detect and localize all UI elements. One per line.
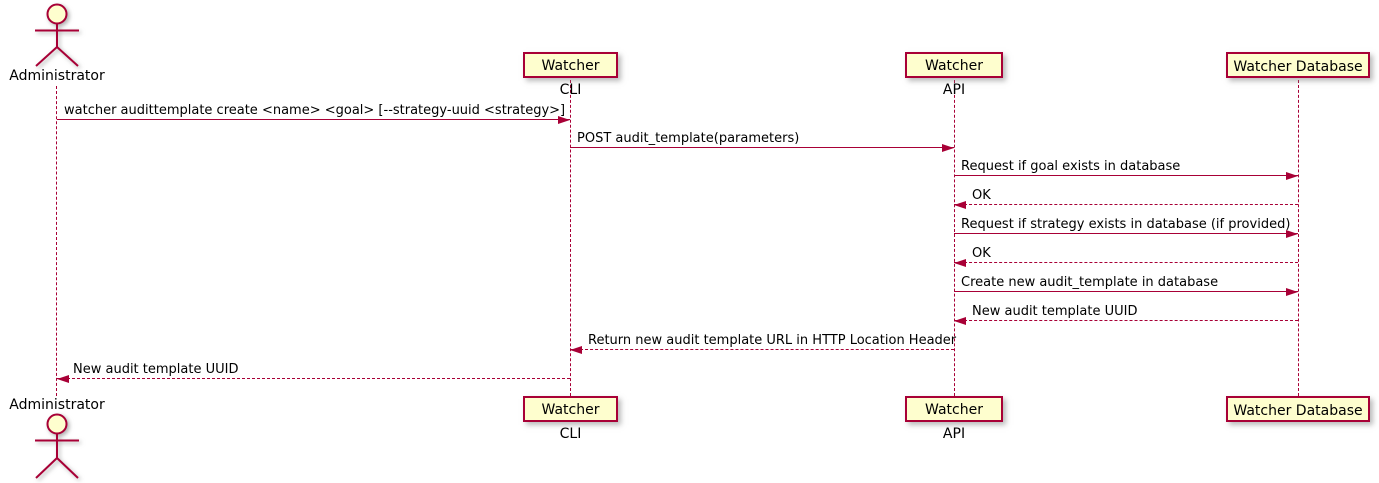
message-line bbox=[954, 320, 1298, 321]
participant-label: Watcher CLI bbox=[541, 58, 600, 98]
message-label: POST audit_template(parameters) bbox=[577, 131, 800, 146]
participant-box-watcher-api-top: Watcher API bbox=[905, 52, 1003, 98]
message-label: New audit template UUID bbox=[972, 304, 1138, 319]
message-label: watcher audittemplate create <name> <goa… bbox=[64, 103, 566, 118]
message-line bbox=[954, 262, 1298, 263]
message-line bbox=[57, 378, 570, 379]
message-label: Create new audit_template in database bbox=[961, 275, 1219, 290]
arrowhead-left-icon bbox=[954, 316, 966, 325]
message-line bbox=[954, 204, 1298, 205]
arrowhead-left-icon bbox=[954, 258, 966, 267]
lifeline-watcher-database bbox=[1298, 80, 1299, 396]
actor-figure-icon bbox=[35, 3, 79, 67]
message-line bbox=[570, 349, 954, 350]
message-line bbox=[954, 233, 1298, 234]
message-label: OK bbox=[972, 188, 991, 203]
lifeline-administrator bbox=[56, 86, 57, 396]
participant-box-watcher-database-bottom: Watcher Database bbox=[1226, 396, 1370, 422]
lifeline-watcher-cli bbox=[570, 80, 571, 396]
actor-label: Administrator bbox=[9, 68, 105, 84]
participant-label: Watcher Database bbox=[1233, 59, 1363, 75]
participant-label: Watcher Database bbox=[1233, 403, 1363, 419]
arrowhead-left-icon bbox=[57, 374, 69, 383]
participant-label: Watcher CLI bbox=[541, 402, 600, 442]
arrowhead-left-icon bbox=[954, 200, 966, 209]
participant-box-watcher-database-top: Watcher Database bbox=[1226, 52, 1370, 78]
arrowhead-right-icon bbox=[1286, 171, 1298, 180]
actor-label: Administrator bbox=[9, 397, 105, 413]
message-line bbox=[954, 291, 1298, 292]
lifeline-watcher-api bbox=[954, 80, 955, 396]
participant-box-watcher-cli-bottom: Watcher CLI bbox=[523, 396, 618, 442]
arrowhead-right-icon bbox=[1286, 287, 1298, 296]
arrowhead-right-icon bbox=[1286, 229, 1298, 238]
actor-figure-icon bbox=[35, 413, 79, 479]
message-label: New audit template UUID bbox=[73, 362, 239, 377]
message-label: Return new audit template URL in HTTP Lo… bbox=[588, 333, 957, 348]
message-label: Request if goal exists in database bbox=[961, 159, 1181, 174]
participant-box-watcher-api-bottom: Watcher API bbox=[905, 396, 1003, 442]
message-line bbox=[570, 147, 954, 148]
arrowhead-right-icon bbox=[558, 115, 570, 124]
message-label: OK bbox=[972, 246, 991, 261]
participant-label: Watcher API bbox=[925, 58, 983, 98]
arrowhead-left-icon bbox=[570, 345, 582, 354]
arrowhead-right-icon bbox=[942, 143, 954, 152]
participant-box-watcher-cli-top: Watcher CLI bbox=[523, 52, 618, 98]
message-label: Request if strategy exists in database (… bbox=[961, 217, 1291, 232]
participant-label: Watcher API bbox=[925, 402, 983, 442]
message-line bbox=[954, 175, 1298, 176]
message-line bbox=[57, 119, 570, 120]
